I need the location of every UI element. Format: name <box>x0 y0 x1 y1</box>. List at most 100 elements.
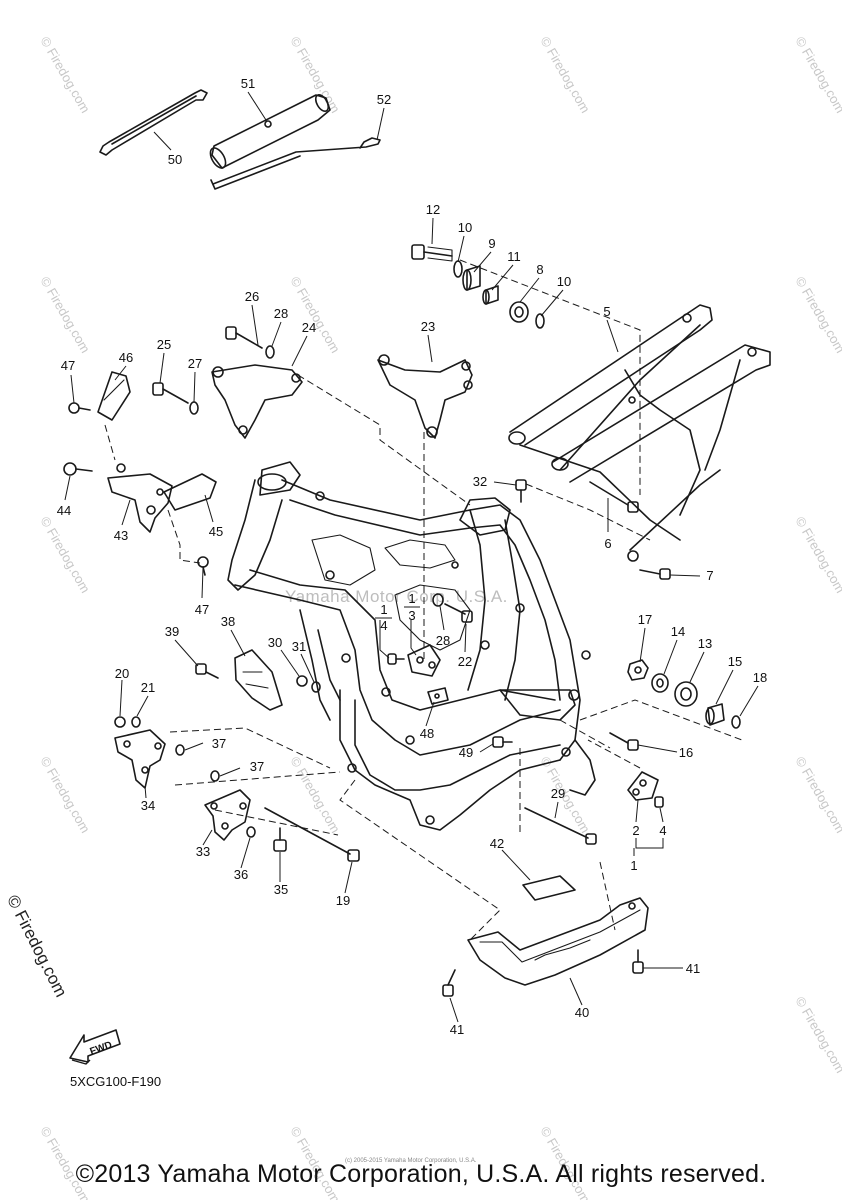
part-47-bolt-a <box>68 402 91 414</box>
callout-10: 10 <box>458 220 472 235</box>
callout-20: 20 <box>115 666 129 681</box>
part-11-collar <box>482 285 499 305</box>
callout-40: 40 <box>575 1005 589 1020</box>
part-44-bolt <box>63 462 93 476</box>
callout-41: 41 <box>450 1022 464 1037</box>
part-28-washer <box>265 345 275 359</box>
watermark: © Firedog.com <box>792 34 842 116</box>
assembly-dash-lines <box>104 259 743 941</box>
part-45-footrest-pad <box>163 473 217 511</box>
part-10-washer-b <box>535 313 545 329</box>
part-42-pad <box>522 875 576 901</box>
callout-28: 28 <box>274 306 288 321</box>
part-35-bolt <box>273 827 287 852</box>
diagram-code: 5XCG100-F190 <box>70 1074 162 1089</box>
callout-6: 6 <box>604 536 611 551</box>
callout-21: 21 <box>141 680 155 695</box>
part-26-bolt <box>225 326 263 349</box>
callout-1: 1 <box>630 858 637 873</box>
callout-39: 39 <box>165 624 179 639</box>
watermark: © Firedog.com <box>792 274 842 356</box>
part-10-washer-a <box>453 260 463 278</box>
callout-44: 44 <box>57 503 71 518</box>
part-4-bolt <box>387 653 405 665</box>
part-3-mount-plate <box>407 644 441 677</box>
part-12-bolt <box>411 244 453 262</box>
callout-23: 23 <box>421 319 435 334</box>
callout-52: 52 <box>377 92 391 107</box>
callout-46: 46 <box>119 350 133 365</box>
callout-7: 7 <box>706 568 713 583</box>
callout-51: 51 <box>241 76 255 91</box>
callout-27: 27 <box>188 356 202 371</box>
watermark: © Firedog.com <box>37 274 93 356</box>
part-37-washer-a <box>175 744 185 756</box>
callout-28: 28 <box>436 633 450 648</box>
part-50-wrench <box>99 89 208 156</box>
part-36-washer <box>246 826 256 838</box>
callout-36: 36 <box>234 867 248 882</box>
callout-5: 5 <box>603 304 610 319</box>
callout-3: 3 <box>408 608 415 623</box>
callout-34: 34 <box>141 798 155 813</box>
part-22-bolt <box>444 603 473 623</box>
main-frame <box>227 461 596 831</box>
callout-17: 17 <box>638 612 652 627</box>
watermark: © Firedog.com <box>37 514 93 596</box>
part-19-long-bolt <box>264 807 360 862</box>
callout-8: 8 <box>536 262 543 277</box>
callout-24: 24 <box>302 320 316 335</box>
watermark: © Firedog.com <box>287 34 343 116</box>
callout-42: 42 <box>490 836 504 851</box>
part-41-bolt-a <box>442 969 456 997</box>
part-49-bolt <box>492 736 513 748</box>
callout-2: 2 <box>632 823 639 838</box>
part-28-washer-b <box>432 593 444 607</box>
part-21-washer <box>131 716 141 728</box>
callout-10: 10 <box>557 274 571 289</box>
part-7-bolt <box>639 568 671 580</box>
watermark: © Firedog.com <box>792 514 842 596</box>
callout-41: 41 <box>686 961 700 976</box>
callout-29: 29 <box>551 786 565 801</box>
callout-43: 43 <box>114 528 128 543</box>
part-52-tool-rod <box>210 137 381 190</box>
center-watermark: Yamaha Motor Corp. U.S.A. <box>285 587 508 606</box>
part-39-bolt <box>195 663 219 679</box>
part-13-bushing <box>674 681 698 707</box>
part-33-engine-bracket <box>204 789 251 841</box>
part-27-washer <box>189 401 199 415</box>
callout-38: 38 <box>221 614 235 629</box>
part-25-bolt <box>152 382 189 404</box>
part-23-engine-bracket <box>377 354 473 439</box>
callout-35: 35 <box>274 882 288 897</box>
watermark: © Firedog.com <box>287 274 343 356</box>
callout-14: 14 <box>671 624 685 639</box>
callout-31: 31 <box>292 639 306 654</box>
callout-50: 50 <box>168 152 182 167</box>
watermark: © Firedog.com <box>37 754 93 836</box>
part-6-bolt <box>589 481 639 513</box>
part-40-skid-plate <box>467 897 649 986</box>
part-4-bolt-b <box>654 796 664 808</box>
callout-19: 19 <box>336 893 350 908</box>
callout-11: 11 <box>507 249 521 264</box>
callout-37: 37 <box>212 736 226 751</box>
part-48-bracket <box>427 687 449 705</box>
callout-4: 4 <box>659 823 666 838</box>
part-15-collar <box>705 703 725 726</box>
callout-18: 18 <box>753 670 767 685</box>
callout-1: 1 <box>408 591 415 606</box>
watermark: © Firedog.com <box>537 34 593 116</box>
callout-30: 30 <box>268 635 282 650</box>
callout-1: 1 <box>380 602 387 617</box>
callout-16: 16 <box>679 745 693 760</box>
part-16-bolt <box>609 732 639 751</box>
callout-32: 32 <box>473 474 487 489</box>
part-43-footrest-bracket <box>107 463 173 533</box>
watermark: © Firedog.com <box>287 754 343 836</box>
part-38-cover <box>234 649 283 711</box>
part-20-nut <box>114 716 126 728</box>
watermark: © Firedog.com <box>792 994 842 1076</box>
